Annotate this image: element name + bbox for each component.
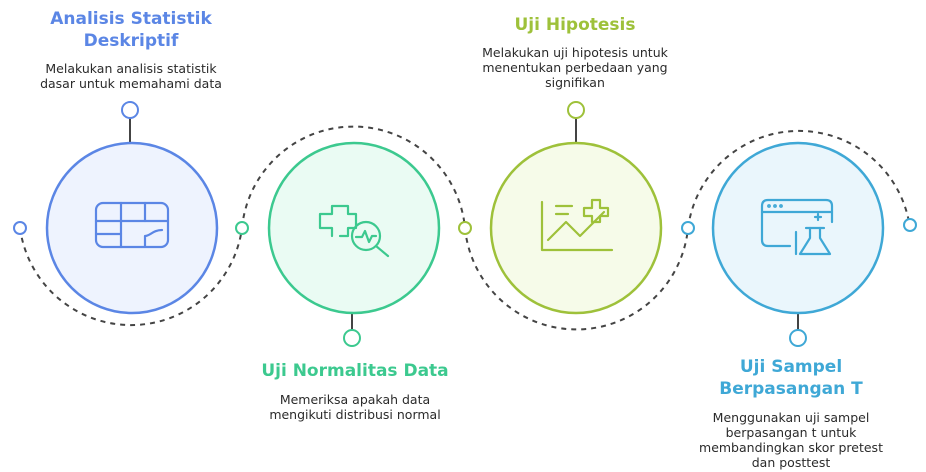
step-3-description: Melakukan uji hipotesis untuk menentukan…	[430, 45, 720, 90]
joint-start	[13, 221, 27, 235]
joint-end	[903, 218, 917, 232]
chart-plus-icon	[540, 198, 614, 252]
joint-2-3	[458, 221, 472, 235]
step-3-title-line: Uji Hipotesis	[514, 15, 636, 35]
step-4-desc-line: berpasangan t untuk	[725, 425, 857, 440]
step-circle-3	[489, 141, 663, 315]
pin-2	[343, 329, 361, 347]
step-3-desc-line: menentukan perbedaan yang	[482, 60, 668, 75]
step-4-title: Uji Sampel Berpasangan T	[660, 356, 922, 400]
step-4-title-line: Uji Sampel	[739, 357, 843, 377]
pin-1	[121, 101, 139, 119]
step-4-description: Menggunakan uji sampel berpasangan t unt…	[660, 410, 922, 470]
arc-3-end	[687, 130, 911, 229]
pin-4	[789, 329, 807, 347]
joint-1-2	[235, 221, 249, 235]
step-2-desc-line: Memeriksa apakah data	[279, 392, 431, 407]
step-1-title-line: Deskriptif	[83, 31, 179, 51]
step-1-title: Analisis Statistik Deskriptif	[0, 8, 262, 52]
step-4-title-line: Berpasangan T	[719, 379, 863, 399]
arc-2-3	[464, 227, 689, 331]
step-2-description: Memeriksa apakah data mengikuti distribu…	[200, 392, 510, 422]
step-3-desc-line: Melakukan uji hipotesis untuk	[482, 45, 668, 60]
step-1-desc-line: Melakukan analisis statistik	[45, 61, 217, 76]
step-circle-4	[711, 141, 885, 315]
step-4-desc-line: Menggunakan uji sampel	[712, 410, 870, 425]
step-1-desc-line: dasar untuk memahami data	[40, 76, 222, 91]
step-2-desc-line: mengikuti distribusi normal	[269, 407, 441, 422]
health-search-icon	[318, 204, 390, 258]
step-4-desc-line: membandingkan skor pretest	[699, 440, 883, 455]
connector-arcs	[19, 125, 911, 331]
joint-3-4	[681, 221, 695, 235]
table-chart-icon	[94, 201, 170, 249]
arc-start	[19, 227, 243, 326]
browser-flask-icon	[760, 198, 834, 256]
step-4-desc-line: dan posttest	[751, 455, 831, 470]
step-3-desc-line: signifikan	[545, 75, 605, 90]
step-3-title: Uji Hipotesis	[430, 14, 720, 36]
arc-1-2	[241, 125, 466, 229]
step-2-title-line: Uji Normalitas Data	[261, 361, 449, 381]
pin-3	[567, 101, 585, 119]
step-circle-1	[45, 141, 219, 315]
step-1-description: Melakukan analisis statistik dasar untuk…	[0, 61, 262, 91]
step-1-title-line: Analisis Statistik	[50, 9, 212, 29]
step-2-title: Uji Normalitas Data	[200, 360, 510, 382]
